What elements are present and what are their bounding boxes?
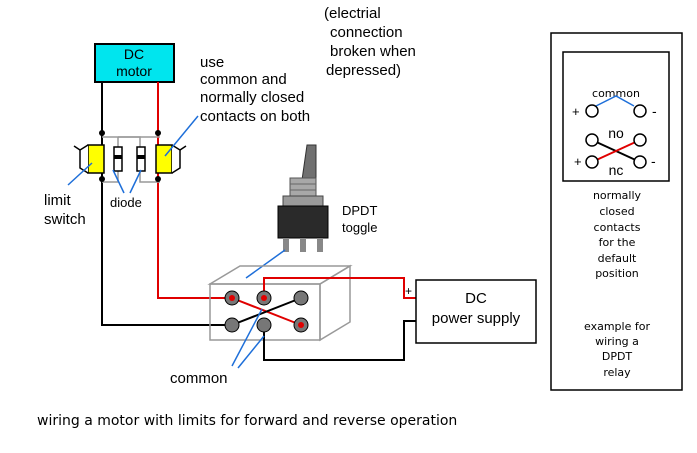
terminal-bottom-right xyxy=(293,317,309,333)
terminal-top-left xyxy=(224,290,240,306)
common-pointer-2 xyxy=(237,335,265,369)
limit-switch-pointer xyxy=(67,162,93,186)
limit-switch-right xyxy=(155,130,187,182)
relay-nc-contact-left xyxy=(585,155,599,169)
relay-nc-caption-line4: for the xyxy=(599,236,636,249)
terminal-bottom-left xyxy=(224,317,240,333)
relay-minus-bottom: - xyxy=(651,153,656,169)
diagram-caption: wiring a motor with limits for forward a… xyxy=(37,413,457,429)
use-note-line3: normally closed xyxy=(200,89,304,106)
relay-nc-contact-right xyxy=(633,155,647,169)
terminal-bottom-center xyxy=(256,317,272,333)
relay-common-contact-left xyxy=(585,104,599,118)
dpdt-toggle-switch xyxy=(277,144,329,252)
relay-common-lines xyxy=(595,95,635,107)
relay-nc-caption-line3: contacts xyxy=(594,221,641,234)
electrical-note-line1: (electrial xyxy=(324,5,381,22)
common-bottom-label: common xyxy=(170,370,228,387)
black-wire-supply xyxy=(263,320,416,361)
dpdt-toggle-label-line2: toggle xyxy=(342,220,377,235)
diode-pointer-right xyxy=(129,169,142,194)
limit-switch-label-line1: limit xyxy=(44,192,71,209)
relay-example-line1: example for xyxy=(584,320,650,333)
relay-example-line4: relay xyxy=(603,366,631,379)
use-note-line2: common and xyxy=(200,71,287,88)
diode-label: diode xyxy=(110,195,142,210)
power-supply-label-line1: DC xyxy=(465,290,487,307)
relay-nc-caption-line2: closed xyxy=(599,205,634,218)
use-note-pointer xyxy=(164,115,199,157)
terminal-top-center xyxy=(256,290,272,306)
diode-pointer-left xyxy=(112,169,125,194)
limit-switch-left xyxy=(73,130,105,182)
toggle-pointer xyxy=(245,249,286,279)
relay-nc-label: nc xyxy=(609,162,624,178)
relay-common-label: common xyxy=(592,87,640,100)
dc-motor-box xyxy=(94,43,175,83)
use-note-line1: use xyxy=(200,54,224,71)
dc-power-supply-box xyxy=(415,279,537,344)
motor-label-line2: motor xyxy=(116,63,152,79)
diode-right xyxy=(136,146,146,172)
diode-bracket xyxy=(102,136,160,183)
relay-example-line3: DPDT xyxy=(602,350,633,363)
limit-switch-label-line2: switch xyxy=(44,211,86,228)
relay-cross-red xyxy=(591,139,641,163)
relay-no-contact-right xyxy=(633,133,647,147)
terminal-top-right xyxy=(293,290,309,306)
diode-left xyxy=(113,146,123,172)
electrical-note-line2: connection xyxy=(330,24,403,41)
relay-diagram-box xyxy=(562,51,670,182)
relay-plus-top: + xyxy=(572,104,580,119)
relay-plus-bottom: + xyxy=(574,154,582,169)
relay-nc-caption-line1: normally xyxy=(593,189,642,202)
electrical-note-line4: depressed) xyxy=(326,62,401,79)
power-supply-label-line2: power supply xyxy=(432,310,521,327)
relay-nc-caption-line6: position xyxy=(595,267,639,280)
electrical-note-line3: broken when xyxy=(330,43,416,60)
use-note-line4: contacts on both xyxy=(200,108,310,125)
relay-example-line2: wiring a xyxy=(595,335,639,348)
relay-nc-caption-line5: default xyxy=(598,252,637,265)
relay-minus-top: - xyxy=(652,103,657,119)
relay-no-contact-left xyxy=(585,133,599,147)
cross-wire-black xyxy=(231,297,302,326)
relay-no-label: no xyxy=(608,125,624,141)
dpdt-toggle-label-line1: DPDT xyxy=(342,203,377,218)
relay-common-contact-right xyxy=(633,104,647,118)
red-wire-supply xyxy=(263,277,416,299)
power-supply-plus: + xyxy=(405,284,412,298)
common-pointer-1 xyxy=(231,308,263,367)
motor-label-line1: DC xyxy=(124,46,144,62)
